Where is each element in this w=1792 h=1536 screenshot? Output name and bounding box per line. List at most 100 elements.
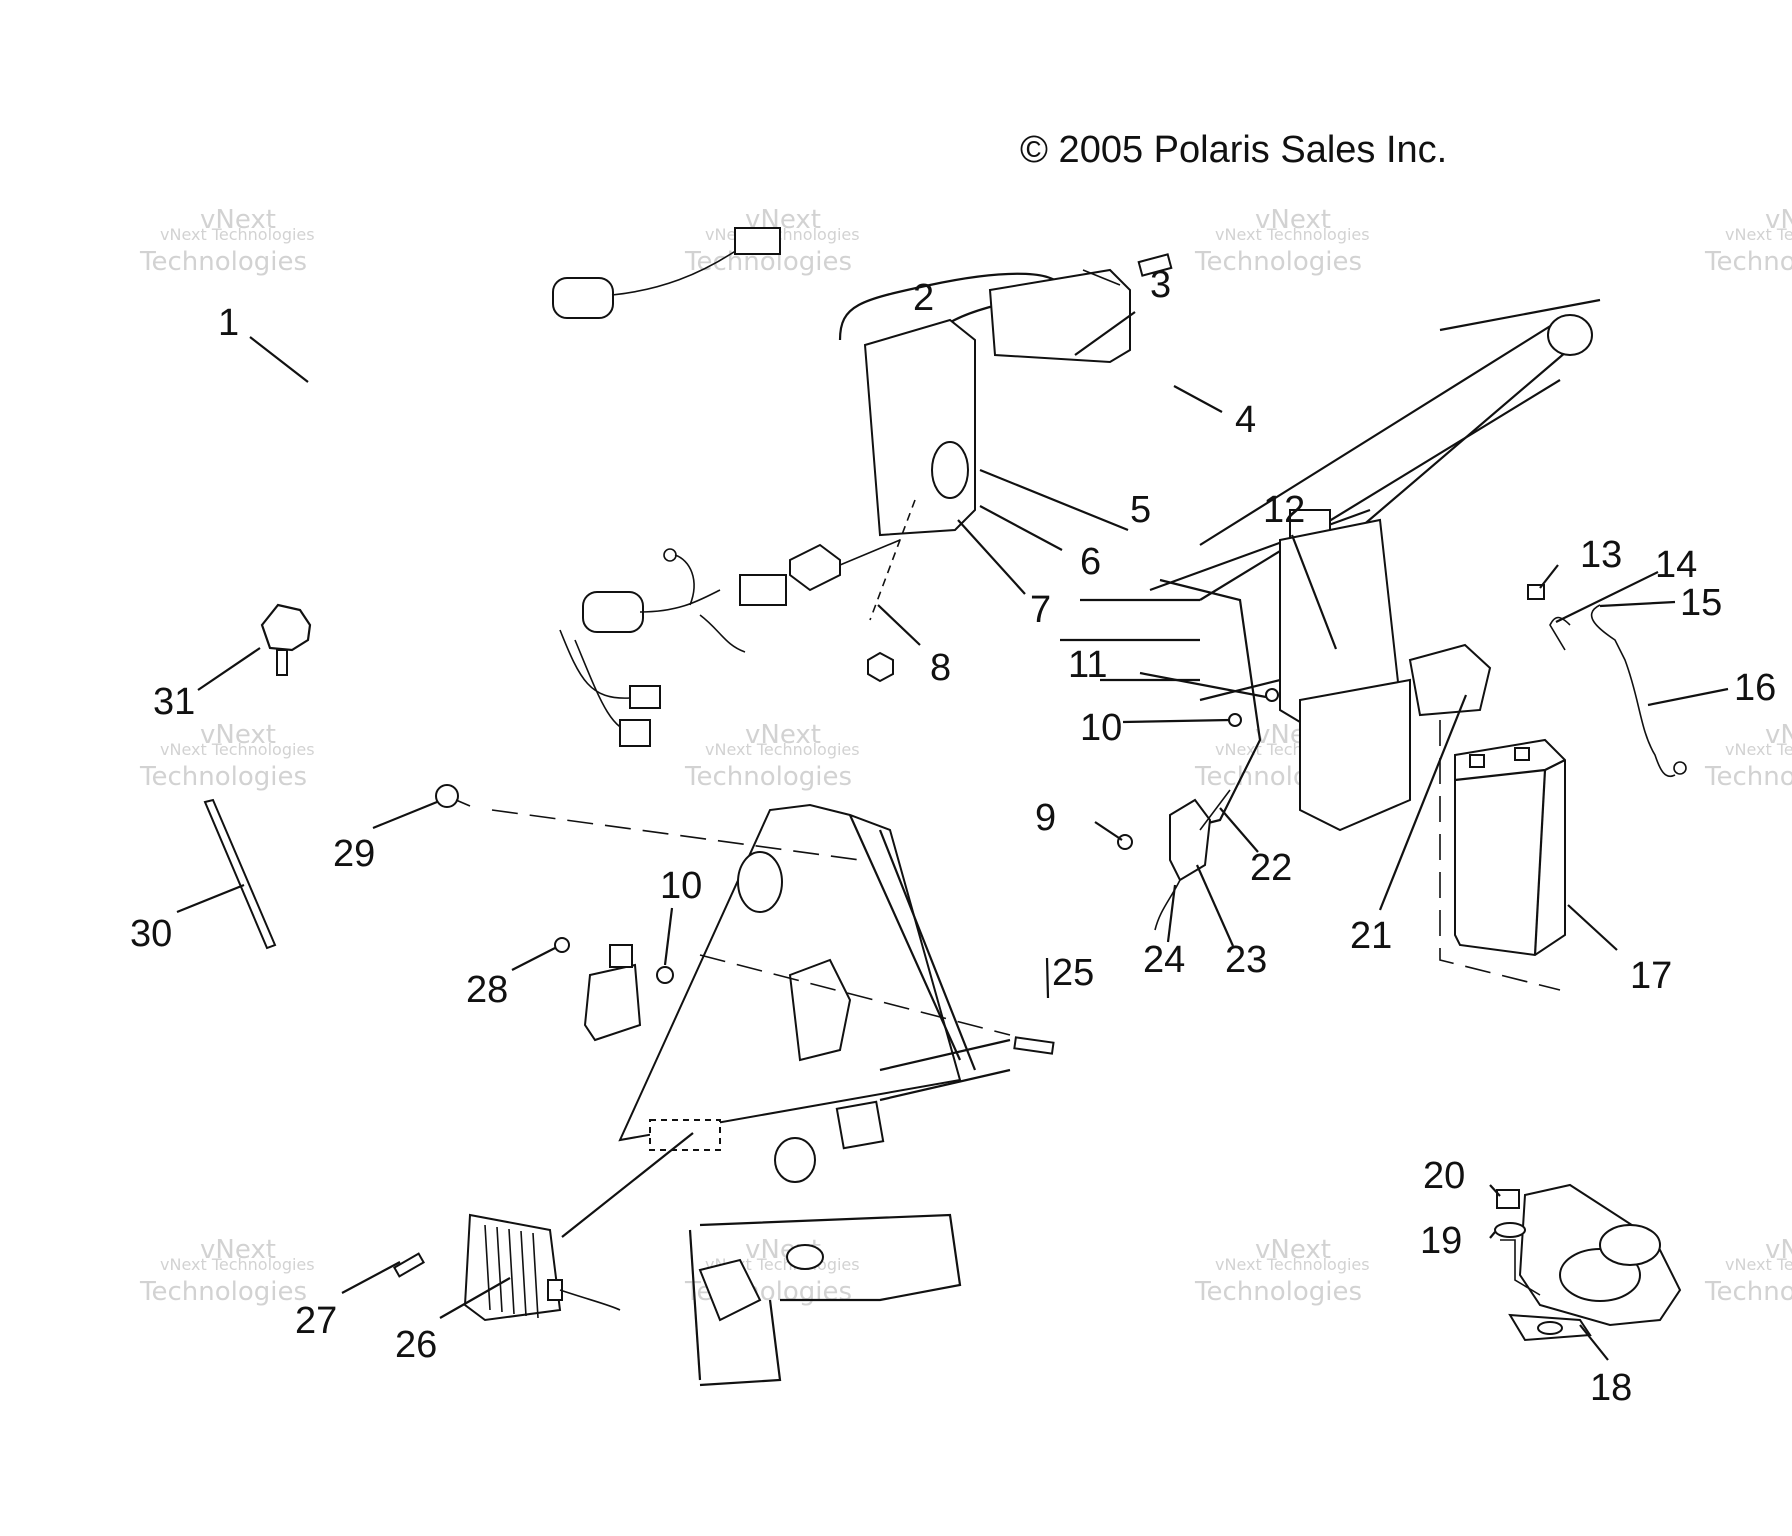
watermark-text: vNext Technologies bbox=[1215, 225, 1370, 244]
nut-28 bbox=[554, 937, 570, 953]
callout-10-right: 10 bbox=[1080, 707, 1122, 749]
battery-cover bbox=[1408, 643, 1492, 717]
watermark-text: vNext Technologies bbox=[1215, 1255, 1370, 1274]
watermark-text: Technologies bbox=[139, 247, 307, 277]
callout-7: 7 bbox=[1030, 589, 1051, 631]
battery-bracket bbox=[1279, 518, 1411, 832]
screw-4 bbox=[1137, 253, 1173, 277]
harness-connector bbox=[582, 591, 644, 633]
tail-light-assembly bbox=[789, 253, 1173, 683]
callout-5: 5 bbox=[1130, 489, 1151, 531]
wire-clip-29 bbox=[435, 784, 471, 808]
screw-25 bbox=[1013, 1036, 1055, 1055]
wiring-harness bbox=[275, 227, 787, 747]
watermark-text: vNext Technologies bbox=[705, 740, 860, 759]
watermark-text: Technologies bbox=[1704, 247, 1792, 277]
nut-10b bbox=[1228, 713, 1242, 727]
watermark-text: vNext Technologies bbox=[705, 225, 860, 244]
watermark-text: vNext Technologies bbox=[160, 1255, 315, 1274]
callout-31: 31 bbox=[153, 681, 195, 723]
bolt-13 bbox=[1527, 584, 1545, 600]
watermark-text: vNext Technologies bbox=[1725, 740, 1792, 759]
starter-solenoid bbox=[1494, 1183, 1682, 1342]
callout-28: 28 bbox=[466, 969, 508, 1011]
callout-18: 18 bbox=[1590, 1367, 1632, 1409]
relation-lines bbox=[491, 269, 1541, 1296]
callout-3: 3 bbox=[1150, 264, 1171, 306]
callouts: 1 2 3 4 5 6 7 8 9 10 11 12 13 14 15 16 1… bbox=[130, 264, 1776, 1409]
callout-8: 8 bbox=[930, 647, 951, 689]
watermark-text: vNext bbox=[200, 1235, 276, 1265]
watermark-text: Technologies bbox=[1704, 1277, 1792, 1307]
callout-15: 15 bbox=[1680, 582, 1722, 624]
callout-29: 29 bbox=[333, 833, 375, 875]
callout-14: 14 bbox=[1655, 544, 1697, 586]
watermark-text: vNext bbox=[1765, 205, 1792, 235]
callout-19: 19 bbox=[1420, 1220, 1462, 1262]
watermark-text: vNext bbox=[1765, 1235, 1792, 1265]
battery bbox=[1408, 643, 1566, 991]
nut-10a bbox=[656, 966, 674, 984]
light-connector bbox=[789, 543, 841, 592]
electrical-panel bbox=[618, 803, 1011, 1387]
callout-6: 6 bbox=[1080, 541, 1101, 583]
nut-9 bbox=[1117, 834, 1133, 850]
voltage-regulator bbox=[463, 1213, 621, 1322]
washer-19 bbox=[1494, 1222, 1526, 1238]
brake-switch bbox=[1117, 688, 1279, 931]
watermark-text: Technologies bbox=[684, 762, 852, 792]
callout-1: 1 bbox=[218, 302, 239, 344]
watermark-text: vNext bbox=[200, 720, 276, 750]
callout-22: 22 bbox=[1250, 847, 1292, 889]
watermark-text: vNext bbox=[1255, 1235, 1331, 1265]
harness-plug bbox=[739, 574, 787, 606]
callout-27: 27 bbox=[295, 1300, 337, 1342]
cable-tie bbox=[203, 798, 277, 950]
callout-17: 17 bbox=[1630, 955, 1672, 997]
screw-11 bbox=[1265, 688, 1279, 702]
panel-bracket bbox=[788, 958, 852, 1062]
harness-clip-31 bbox=[260, 603, 312, 676]
watermark-text: vNext Technologies bbox=[160, 225, 315, 244]
watermark-text: vNext bbox=[1765, 720, 1792, 750]
nut-20 bbox=[1496, 1189, 1520, 1209]
callout-10-left: 10 bbox=[660, 865, 702, 907]
tail-light-housing bbox=[863, 318, 976, 537]
callout-23: 23 bbox=[1225, 939, 1267, 981]
watermark-text: Technologies bbox=[1194, 1277, 1362, 1307]
callout-12: 12 bbox=[1263, 489, 1305, 531]
callout-30: 30 bbox=[130, 913, 172, 955]
watermark-text: vNext Technologies bbox=[1725, 1255, 1792, 1274]
leader-lines bbox=[176, 311, 1729, 1361]
callout-24: 24 bbox=[1143, 939, 1185, 981]
watermark-text: Technologies bbox=[1704, 762, 1792, 792]
harness-plug bbox=[734, 227, 781, 255]
watermark-text: Technologies bbox=[1194, 247, 1362, 277]
battery-strap bbox=[1527, 584, 1687, 777]
callout-26: 26 bbox=[395, 1324, 437, 1366]
callout-21: 21 bbox=[1350, 915, 1392, 957]
watermark-text: vNext Technologies bbox=[160, 740, 315, 759]
tail-light-lens bbox=[988, 268, 1131, 364]
tail-light-bulb bbox=[931, 441, 969, 499]
callout-9: 9 bbox=[1035, 797, 1056, 839]
watermark-text: vNext Technologies bbox=[1725, 225, 1792, 244]
harness-connector bbox=[552, 277, 614, 319]
watermark-text: Technologies bbox=[139, 762, 307, 792]
callout-25: 25 bbox=[1052, 952, 1094, 994]
callout-20: 20 bbox=[1423, 1155, 1465, 1197]
nut-8 bbox=[867, 651, 894, 683]
callout-13: 13 bbox=[1580, 534, 1622, 576]
watermark-text: vNext bbox=[1255, 205, 1331, 235]
ignition-coil bbox=[554, 937, 674, 1042]
watermark-text: vNext bbox=[200, 205, 276, 235]
watermark-text: Technologies bbox=[139, 1277, 307, 1307]
callout-11: 11 bbox=[1068, 644, 1107, 686]
screw-27 bbox=[393, 1252, 425, 1278]
watermark-text: vNext bbox=[745, 720, 821, 750]
callout-2: 2 bbox=[913, 277, 934, 319]
callout-16: 16 bbox=[1734, 667, 1776, 709]
copyright-text: © 2005 Polaris Sales Inc. bbox=[1020, 129, 1447, 171]
callout-4: 4 bbox=[1235, 399, 1256, 441]
